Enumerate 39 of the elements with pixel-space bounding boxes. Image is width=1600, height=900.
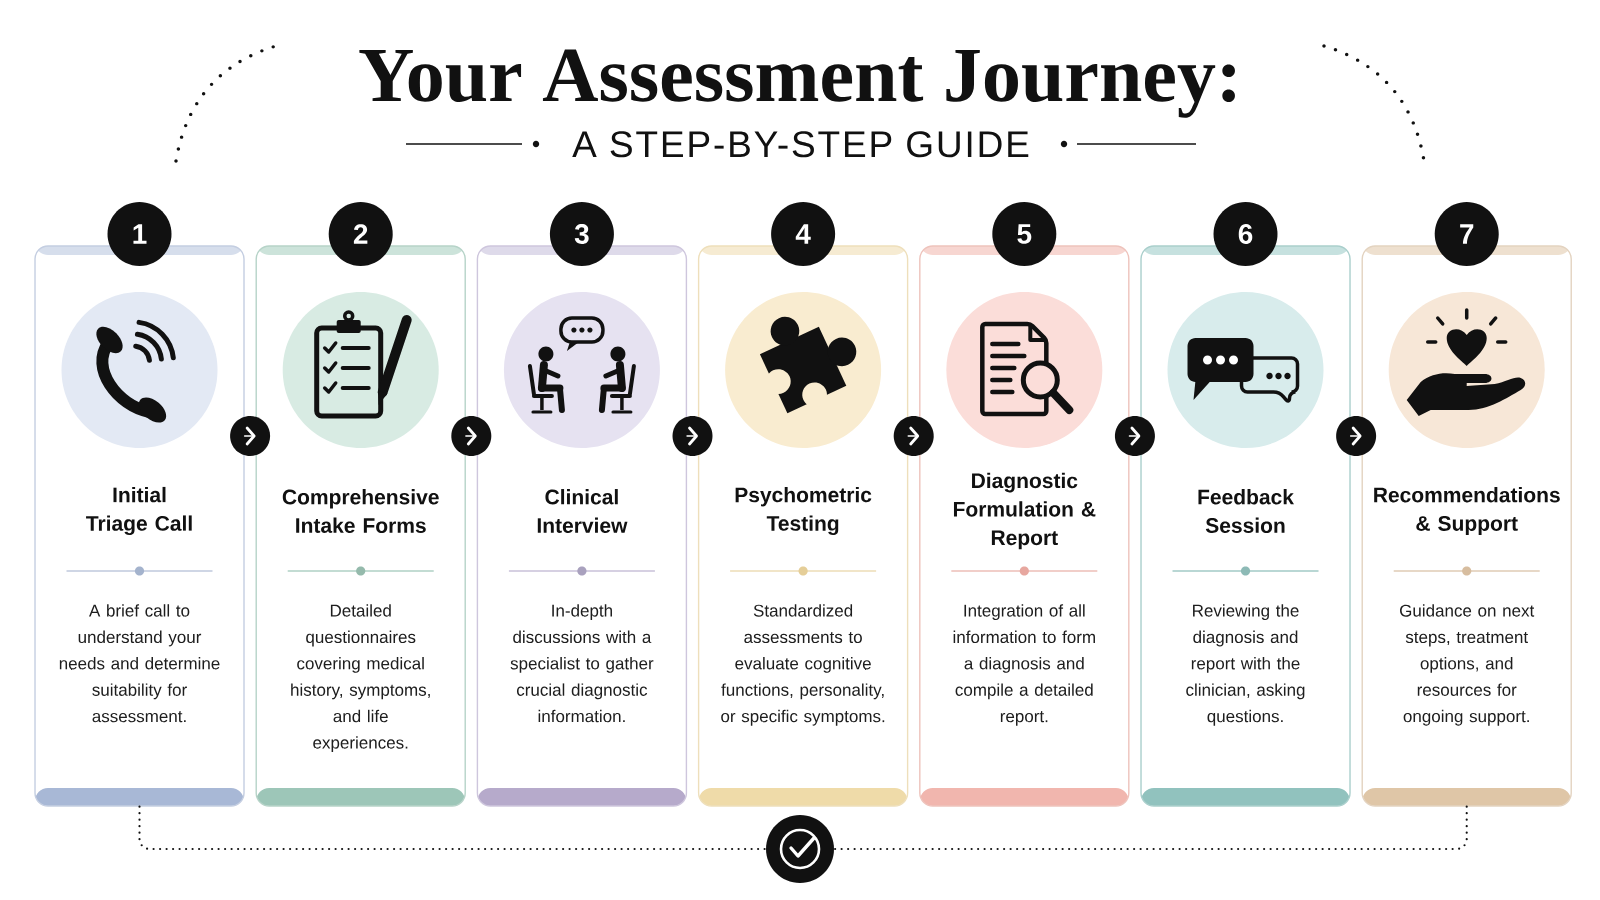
dotted-connector	[138, 805, 767, 851]
number-badge: 3	[549, 202, 614, 266]
step-description: Integration of all information to form a diagnosis and compile a detailed report.	[953, 604, 1095, 726]
chevron-arrow	[1336, 416, 1377, 456]
step-description: Guidance on next steps, treatment options, and resources for ongoing support.	[1400, 604, 1535, 726]
step-card	[1361, 245, 1572, 807]
step-description: Detailed questionnaires covering medical history, symptoms, and life experiences.	[291, 604, 430, 753]
step-title: Comprehensive Intake Forms	[282, 489, 439, 533]
step-card	[34, 245, 245, 807]
step-title: Recommendations & Support	[1374, 486, 1560, 536]
step-description: Standardized assessments to evaluate cognitive functions, personality, or specific symptoms.	[721, 604, 885, 726]
step-title: Clinical Interview	[537, 489, 628, 533]
number-badge: 6	[1213, 202, 1278, 266]
chevron-arrow	[672, 416, 713, 456]
subtitle: A STEP-BY-STEP GUIDE	[572, 131, 1029, 158]
step-card	[255, 245, 466, 807]
chevron-arrow	[451, 416, 492, 456]
number-badge: 1	[107, 202, 172, 266]
step-title: Psychometric Testing	[735, 486, 872, 536]
chevron-arrow	[893, 416, 934, 456]
check-icon	[766, 815, 834, 883]
step-card	[919, 245, 1130, 807]
number-badge: 5	[992, 202, 1057, 266]
chevron-arrow	[1114, 416, 1155, 456]
step-description: In-depth discussions with a specialist to gather crucial diagnostic information.	[510, 604, 654, 723]
step-card	[1140, 245, 1351, 807]
step-title: Initial Triage Call	[86, 486, 192, 536]
step-title: Feedback Session	[1198, 489, 1294, 533]
step-title: Diagnostic Formulation & Report	[954, 472, 1096, 550]
step-card	[476, 245, 688, 807]
step-card	[697, 245, 909, 807]
title: Your Assessment Journey:	[359, 49, 1235, 118]
dotted-connector	[833, 805, 1468, 851]
number-badge: 2	[328, 202, 393, 266]
number-badge: 7	[1434, 202, 1499, 266]
chevron-arrow	[230, 416, 271, 456]
step-description: Reviewing the diagnosis and report with the clinician, asking questions.	[1186, 604, 1305, 726]
number-badge: 4	[771, 202, 836, 266]
step-description: A brief call to understand your needs and determine suitability for assessment.	[59, 604, 220, 723]
